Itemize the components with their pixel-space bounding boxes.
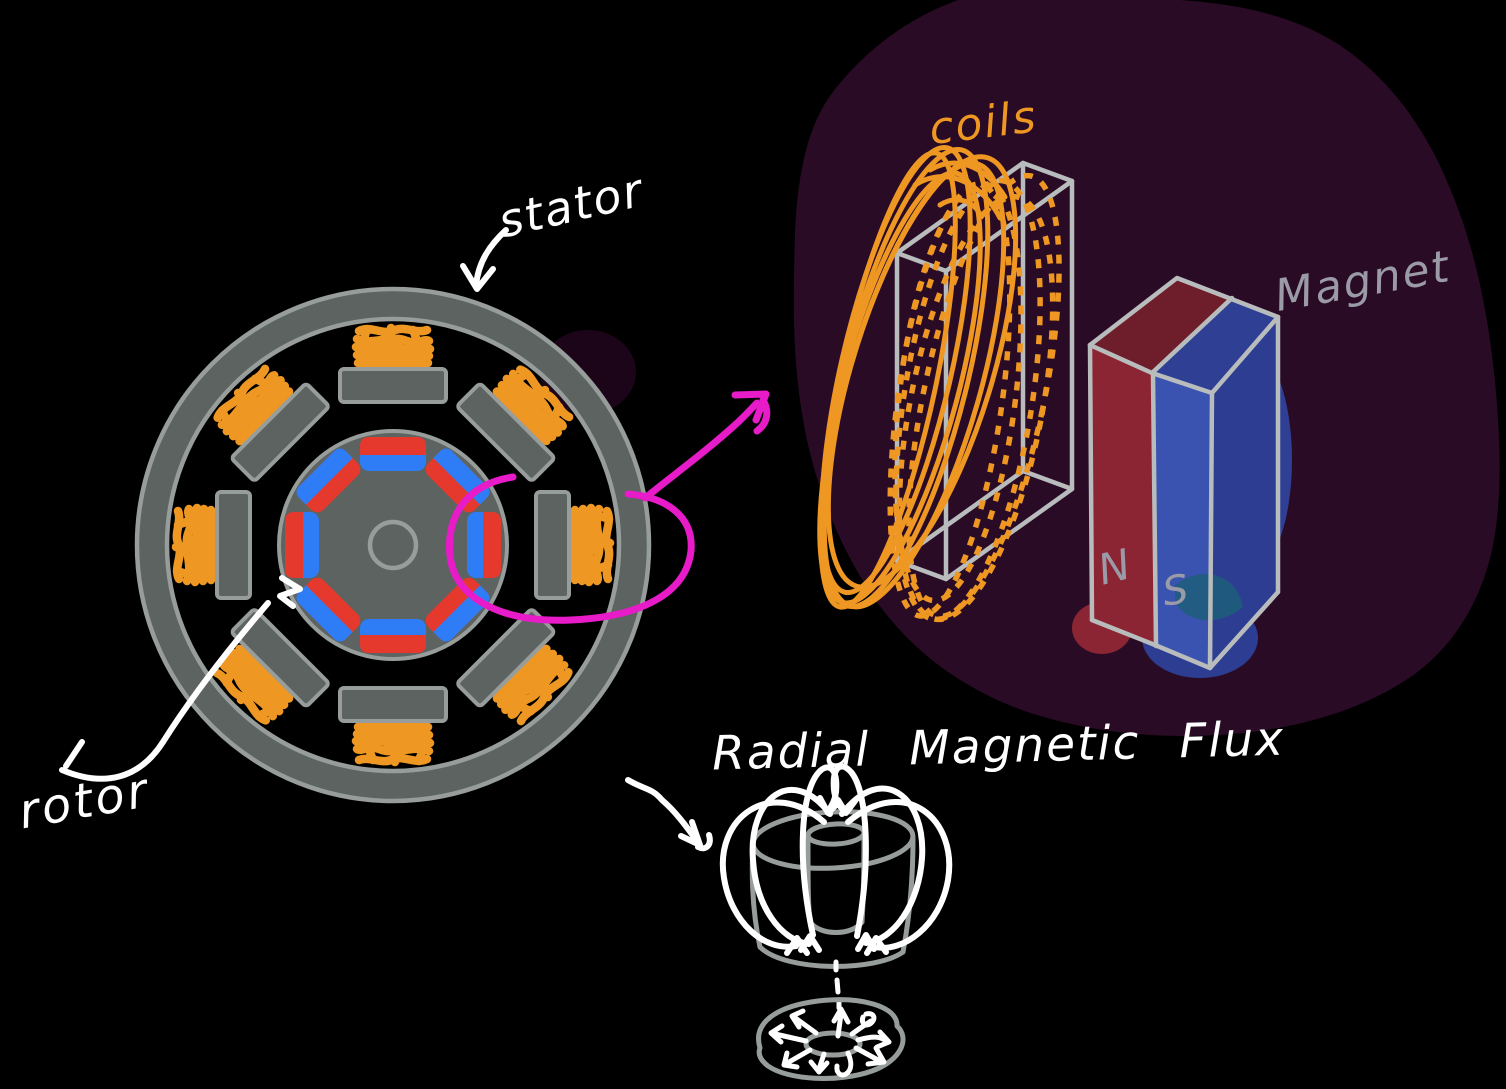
flux-section: Radial Magnetic Flux xyxy=(625,712,1286,1081)
highlight-annotation xyxy=(446,390,771,624)
flux-disc xyxy=(756,997,906,1081)
stator-pole-s xyxy=(340,688,446,762)
magnet-top-north xyxy=(1090,278,1232,373)
magnet-south-text: S xyxy=(1160,566,1192,615)
magnet-wireframe xyxy=(1087,275,1281,671)
stator-pole-w xyxy=(176,492,250,598)
flux-radial-arrows xyxy=(768,1006,892,1078)
stator-arrow xyxy=(473,227,509,289)
stator-ring-outer-edge xyxy=(134,286,652,804)
stator-label: stator xyxy=(493,162,650,248)
stator-pole-e xyxy=(536,492,610,598)
rotor-magnet xyxy=(360,437,426,471)
highlight-arrowhead-icon xyxy=(731,390,771,435)
rotor-arrow xyxy=(59,600,271,782)
highlight-arrow xyxy=(641,399,761,502)
magnet-side-south xyxy=(1210,317,1278,668)
stator-ring-inner-edge xyxy=(164,316,622,774)
flux-guide-arrow xyxy=(625,777,700,844)
motor-cross-section xyxy=(134,286,652,804)
coil-windings-back xyxy=(887,172,1062,623)
flux-title: Radial Magnetic Flux xyxy=(711,712,1285,782)
flux-guide-arrowhead-icon xyxy=(678,819,713,852)
rotor-magnet xyxy=(467,512,501,578)
rotor xyxy=(277,429,509,661)
magnet-north-face xyxy=(1090,345,1155,645)
flux-field-lines xyxy=(719,763,953,956)
rotor-label-tick xyxy=(63,739,85,769)
rotor-magnet xyxy=(285,512,319,578)
stator-arrowhead-icon xyxy=(460,263,496,292)
stator-ring-body xyxy=(137,289,649,801)
highlight-loop xyxy=(446,473,695,624)
coil-detail: coils xyxy=(817,91,1075,623)
stator-pole-n xyxy=(340,328,446,402)
stator-callout: stator xyxy=(460,162,650,292)
flux-disc-hub xyxy=(803,1030,863,1058)
flux-disc-outline xyxy=(756,997,906,1081)
rotor-magnet xyxy=(360,619,426,653)
rotor-arrowhead-icon xyxy=(277,575,303,609)
stator-ring xyxy=(134,286,652,804)
magnet-top-south xyxy=(1152,298,1278,393)
magnet-south-face xyxy=(1152,373,1212,668)
rotor-shaft xyxy=(367,519,419,571)
coil-windings-front xyxy=(817,144,1019,610)
